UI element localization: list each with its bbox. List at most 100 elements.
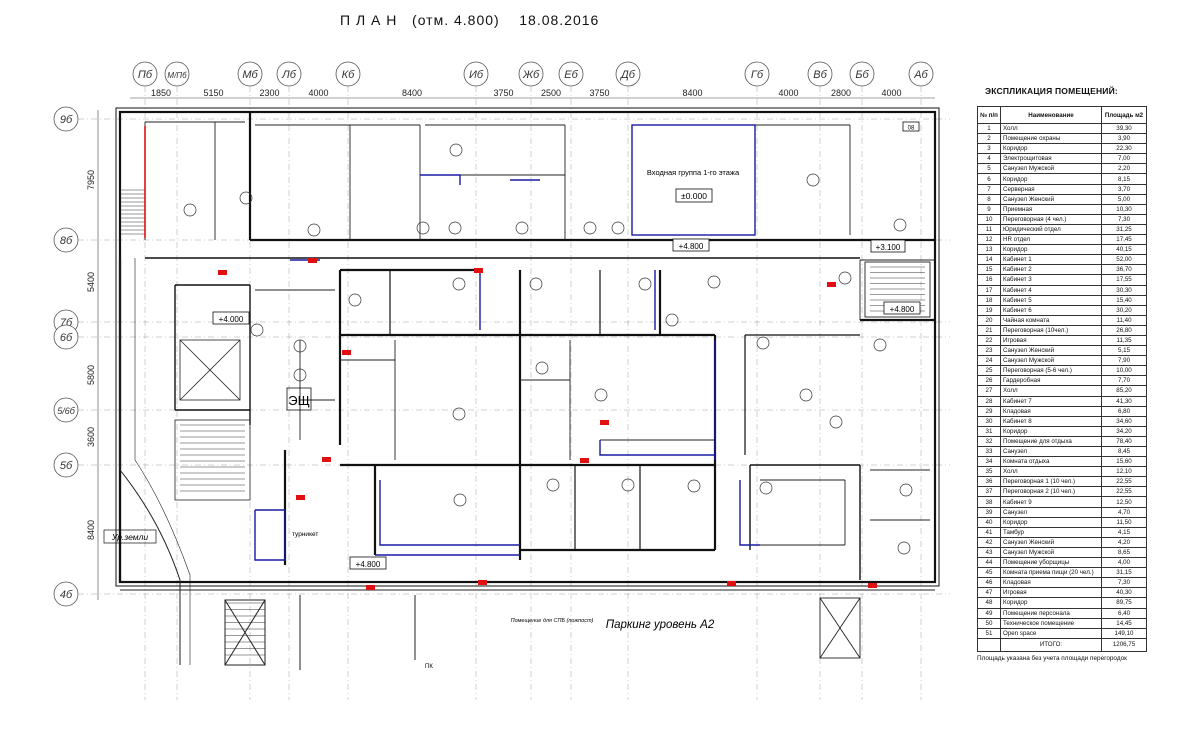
- room-area: 39,30: [1101, 122, 1147, 135]
- room-number-bubble: [448, 221, 462, 235]
- room-number: 44: [977, 557, 1001, 569]
- dimension-label: 8400: [682, 88, 702, 98]
- room-name: Кладовая: [1000, 405, 1102, 417]
- room-area: 40,30: [1101, 587, 1147, 599]
- room-number: 26: [977, 375, 1001, 387]
- room-area: 4,70: [1101, 506, 1147, 518]
- room-area: 7,90: [1101, 355, 1147, 367]
- room-number: 21: [977, 324, 1001, 336]
- room-number: 47: [977, 587, 1001, 599]
- room-number-bubble: [529, 277, 543, 291]
- room-name: Санузел Мужской: [1000, 355, 1102, 367]
- room-name: Тамбур: [1000, 526, 1102, 538]
- room-name: Переговорная (10чел.): [1000, 324, 1102, 336]
- room-number: 50: [977, 617, 1001, 629]
- room-number: 35: [977, 466, 1001, 478]
- room-number-bubble: [897, 541, 911, 555]
- room-number-bubble: [307, 223, 321, 237]
- elevation-mark: +4.800: [356, 560, 381, 569]
- room-number: 24: [977, 355, 1001, 367]
- sprinkler-markers: [218, 258, 877, 590]
- axis-label: Бб: [855, 69, 869, 81]
- axis-label: Гб: [751, 69, 764, 81]
- room-name: Игровая: [1000, 334, 1102, 347]
- room-area: 31,25: [1101, 223, 1147, 236]
- room-area: 7,00: [1101, 153, 1147, 165]
- room-name: Санузел Женский: [1000, 345, 1102, 357]
- sprinkler-marker: [827, 282, 836, 287]
- room-number: 48: [977, 597, 1001, 609]
- room-number-bubble: [452, 407, 466, 421]
- dimension-label: 2800: [831, 88, 851, 98]
- room-name: Чайная комната: [1000, 314, 1102, 326]
- total-value: 1206,75: [1101, 637, 1147, 652]
- room-area: 22,55: [1101, 476, 1147, 488]
- room-area: 149,10: [1101, 627, 1147, 639]
- room-number: 11: [977, 223, 1001, 236]
- room-name: Кабинет 7: [1000, 395, 1102, 407]
- room-number: 46: [977, 577, 1001, 589]
- dimension-label: 8400: [86, 520, 96, 540]
- pk-label: ПК: [425, 664, 433, 670]
- room-area: 2,20: [1101, 163, 1147, 175]
- room-number: 18: [977, 294, 1001, 306]
- room-area: 10,00: [1101, 365, 1147, 377]
- office-partitions: [144, 121, 935, 546]
- dimension-label: 7950: [86, 170, 96, 190]
- room-number-bubble: [899, 483, 913, 497]
- room-area: 78,40: [1101, 435, 1147, 448]
- room-number-bubble: [594, 388, 608, 402]
- room-area: 4,00: [1101, 557, 1147, 569]
- room-name: Кабинет 1: [1000, 254, 1102, 266]
- room-area: 8,15: [1101, 173, 1147, 185]
- room-number: 33: [977, 445, 1001, 458]
- room-number: 4: [977, 153, 1001, 165]
- dimension-label: 4000: [308, 88, 328, 98]
- room-number: 22: [977, 334, 1001, 347]
- room-number: 31: [977, 425, 1001, 437]
- room-area: 40,15: [1101, 244, 1147, 256]
- room-area: 10,30: [1101, 203, 1147, 215]
- elevation-zero: ±0.000: [681, 191, 707, 201]
- room-name: Кабинет 2: [1000, 264, 1102, 276]
- room-name: Гардеробная: [1000, 375, 1102, 387]
- room-area: 3,90: [1101, 133, 1147, 145]
- room-number-bubble: [583, 221, 597, 235]
- explication-title: ЭКСПЛИКАЦИЯ ПОМЕЩЕНИЙ:: [985, 86, 1118, 96]
- elevation-tags: [212, 238, 921, 570]
- axis-label: Вб: [813, 69, 827, 81]
- axis-grid-lines: [78, 86, 950, 700]
- room-number: 40: [977, 516, 1001, 528]
- room-area: 41,30: [1101, 395, 1147, 407]
- column-header-area: Площадь м2: [1101, 106, 1147, 124]
- room-name: Помещение для отдыха: [1000, 435, 1102, 448]
- axis-label: 5/6б: [57, 406, 76, 416]
- room-area: 7,70: [1101, 375, 1147, 387]
- dimension-label: 5150: [203, 88, 223, 98]
- room-area: 89,75: [1101, 597, 1147, 609]
- total-row: ИТОГО: 1206,75: [977, 637, 1147, 652]
- axis-label: Жб: [522, 69, 540, 81]
- room-name: Переговорная (5-6 чел.): [1000, 365, 1102, 377]
- room-number-bubble: [515, 221, 529, 235]
- room-number: 23: [977, 345, 1001, 357]
- room-name: Комната приема пищи (20 чел.): [1000, 567, 1102, 579]
- room-name: Коридор: [1000, 425, 1102, 437]
- room-number-bubble: [829, 415, 843, 429]
- dimension-label: 1850: [151, 88, 171, 98]
